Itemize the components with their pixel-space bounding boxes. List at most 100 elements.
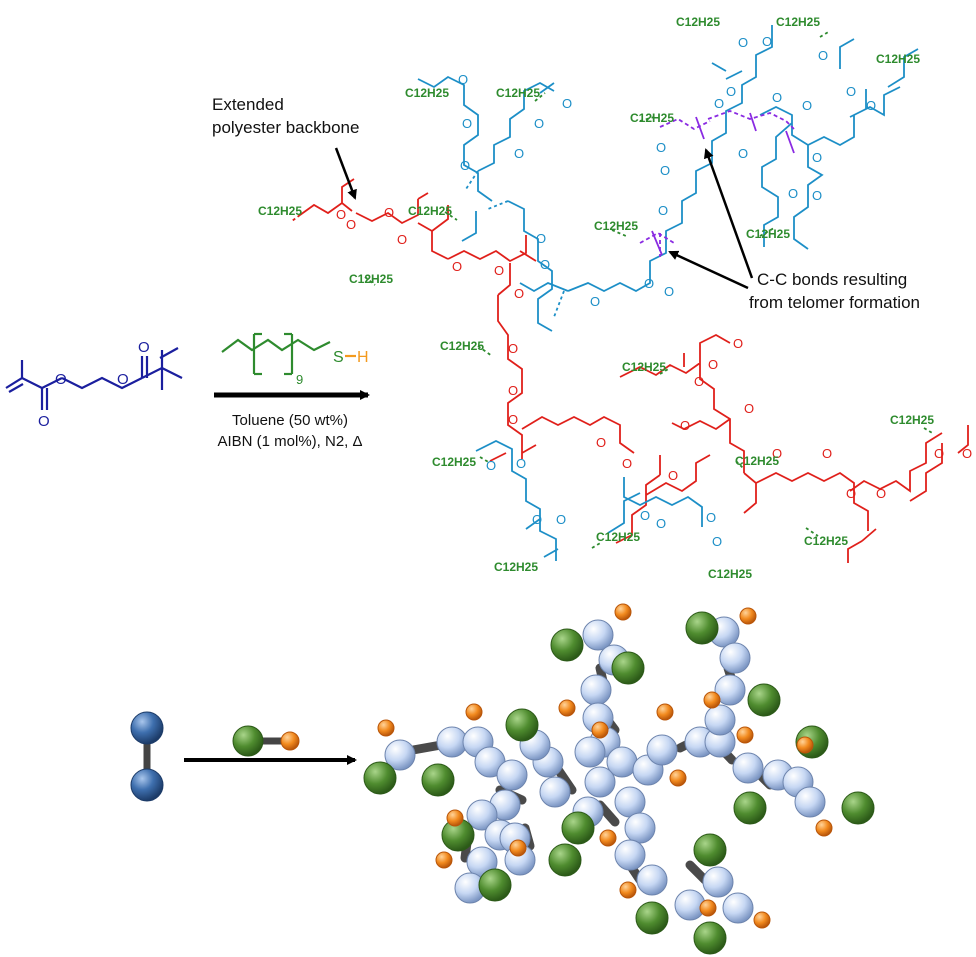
network-thiol-bead xyxy=(377,719,395,737)
network-thiol-bead xyxy=(599,829,617,847)
thiol-hydrogen: H xyxy=(357,349,369,366)
svg-text:O: O xyxy=(397,232,407,247)
svg-text:O: O xyxy=(712,534,722,549)
svg-text:O: O xyxy=(508,383,518,398)
svg-text:O: O xyxy=(536,231,546,246)
network-alkyl-bead xyxy=(733,791,767,825)
monomer-o-1: O xyxy=(55,371,67,388)
c12h25-label: C12H25 xyxy=(890,413,934,427)
svg-text:O: O xyxy=(694,374,704,389)
telomer-arrow-1 xyxy=(704,148,754,279)
network-backbone-bead xyxy=(719,642,751,674)
c12h25-label: C12H25 xyxy=(804,534,848,548)
network-thiol-bead xyxy=(558,699,576,717)
network-backbone-bead xyxy=(580,674,612,706)
svg-text:O: O xyxy=(658,203,668,218)
svg-text:O: O xyxy=(744,401,754,416)
network-alkyl-bead xyxy=(561,811,595,845)
thiol-repeat-count: 9 xyxy=(296,372,303,387)
network-backbone-bead xyxy=(704,704,736,736)
network-alkyl-bead xyxy=(478,868,512,902)
network-thiol-bead xyxy=(703,691,721,709)
hyperbranched-polymer xyxy=(291,25,969,563)
network-alkyl-bead xyxy=(747,683,781,717)
network-thiol-bead xyxy=(736,726,754,744)
svg-text:O: O xyxy=(656,516,666,531)
svg-text:O: O xyxy=(346,217,356,232)
c12h25-label: C12H25 xyxy=(776,15,820,29)
backbone-label-line1: Extended xyxy=(212,95,284,114)
thiol-structure xyxy=(221,332,356,376)
network-backbone-bead xyxy=(794,786,826,818)
c12h25-label: C12H25 xyxy=(630,111,674,125)
network-thiol-bead xyxy=(796,736,814,754)
svg-text:O: O xyxy=(772,446,782,461)
svg-text:O: O xyxy=(622,456,632,471)
svg-text:O: O xyxy=(866,98,876,113)
c12h25-label: C12H25 xyxy=(349,272,393,286)
network-alkyl-bead xyxy=(363,761,397,795)
svg-text:O: O xyxy=(660,163,670,178)
thiol-bead-model xyxy=(232,725,300,757)
thiol-sulfur: S xyxy=(333,349,344,366)
network-thiol-bead xyxy=(753,911,771,929)
network-thiol-bead xyxy=(699,899,717,917)
svg-text:O: O xyxy=(562,96,572,111)
svg-text:O: O xyxy=(714,96,724,111)
monomer-structure xyxy=(5,347,183,410)
network-thiol-bead xyxy=(815,819,833,837)
network-backbone-bead xyxy=(614,839,646,871)
svg-text:O: O xyxy=(802,98,812,113)
network-thiol-bead xyxy=(591,721,609,739)
telomer-label-line2: from telomer formation xyxy=(749,293,920,312)
c12h25-label: C12H25 xyxy=(708,567,752,581)
network-thiol-bead xyxy=(619,881,637,899)
svg-text:O: O xyxy=(590,294,600,309)
c12h25-label: C12H25 xyxy=(596,530,640,544)
svg-text:O: O xyxy=(514,286,524,301)
solvent-condition: Toluene (50 wt%) xyxy=(232,412,348,429)
svg-text:O: O xyxy=(846,84,856,99)
network-link xyxy=(685,860,710,885)
network-thiol-bead xyxy=(614,603,632,621)
svg-text:O: O xyxy=(762,34,772,49)
network-backbone-bead xyxy=(646,734,678,766)
svg-text:O: O xyxy=(494,263,504,278)
svg-text:O: O xyxy=(680,418,690,433)
svg-text:O: O xyxy=(540,257,550,272)
svg-text:O: O xyxy=(706,510,716,525)
network-alkyl-bead xyxy=(548,843,582,877)
svg-text:O: O xyxy=(708,357,718,372)
network-thiol-bead xyxy=(739,607,757,625)
network-thiol-bead xyxy=(446,809,464,827)
svg-text:O: O xyxy=(384,205,394,220)
backbone-label-line2: polyester backbone xyxy=(212,118,359,137)
svg-text:O: O xyxy=(733,336,743,351)
backbone-arrow xyxy=(334,147,357,200)
network-backbone-bead xyxy=(714,674,746,706)
svg-text:O: O xyxy=(534,116,544,131)
svg-text:O: O xyxy=(812,150,822,165)
svg-text:O: O xyxy=(812,188,822,203)
c12h25-label: C12H25 xyxy=(876,52,920,66)
svg-text:O: O xyxy=(656,140,666,155)
svg-text:O: O xyxy=(640,508,650,523)
network-backbone-bead xyxy=(614,786,646,818)
network-backbone-bead xyxy=(574,736,606,768)
network-alkyl-bead xyxy=(841,791,875,825)
initiator-condition: AIBN (1 mol%), N2, Δ xyxy=(217,433,362,450)
c12h25-label: C12H25 xyxy=(405,86,449,100)
svg-text:O: O xyxy=(962,446,972,461)
polymer-network-model xyxy=(363,603,875,955)
c12h25-label: C12H25 xyxy=(496,86,540,100)
telomer-arrow-2 xyxy=(668,250,749,290)
network-backbone-bead xyxy=(732,752,764,784)
svg-text:O: O xyxy=(532,512,542,527)
network-alkyl-bead xyxy=(421,763,455,797)
monomer-o-4: O xyxy=(138,339,150,356)
c12h25-label: C12H25 xyxy=(408,204,452,218)
svg-text:O: O xyxy=(738,35,748,50)
c12h25-label: C12H25 xyxy=(258,204,302,218)
